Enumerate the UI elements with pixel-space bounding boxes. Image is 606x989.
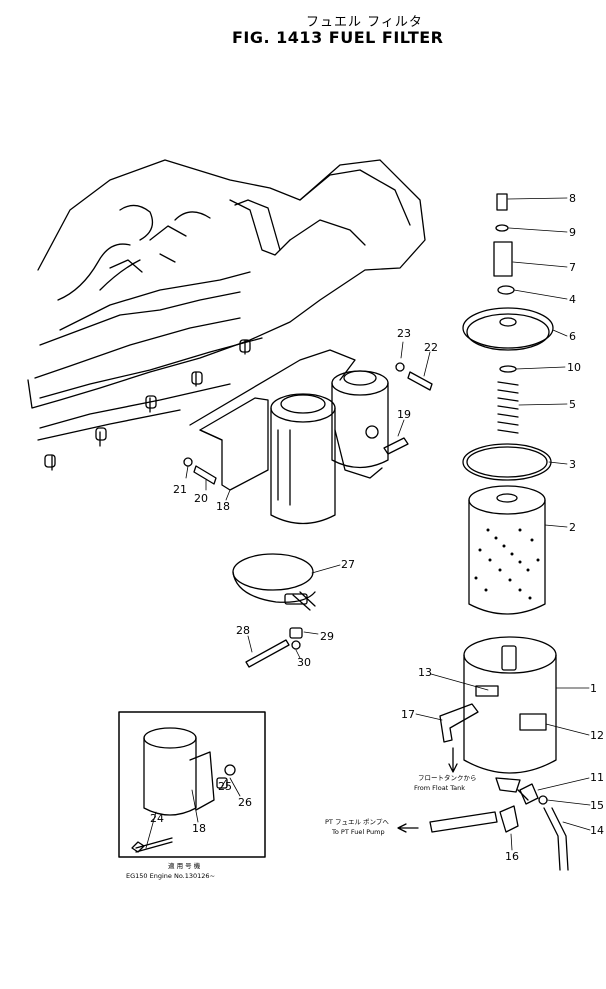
callout-5: 5 bbox=[569, 398, 576, 411]
connector-11 bbox=[519, 783, 539, 805]
washer-23 bbox=[395, 362, 405, 372]
callout-22: 22 bbox=[424, 341, 438, 354]
pipe-14 bbox=[543, 807, 569, 871]
callout-9: 9 bbox=[569, 226, 576, 239]
elbow-16 bbox=[499, 805, 519, 833]
label-12 bbox=[519, 713, 547, 731]
note-pt-pump-jp: PT フュエル ポンプへ bbox=[325, 818, 389, 826]
inset-panel bbox=[118, 711, 266, 858]
callout-19: 19 bbox=[397, 408, 411, 421]
washer-9 bbox=[495, 224, 509, 232]
diagram-notes: フロートタンクから From Float Tank PT フュエル ポンプへ T… bbox=[126, 773, 477, 880]
callout-21: 21 bbox=[173, 483, 187, 496]
inset-caption-jp: 適 用 号 機 bbox=[168, 861, 201, 870]
washer-21 bbox=[183, 457, 193, 467]
inset-caption-en: EG150 Engine No.130126~ bbox=[126, 872, 215, 880]
callout-6: 6 bbox=[569, 330, 576, 343]
callout-8: 8 bbox=[569, 192, 576, 205]
bolt-28 bbox=[245, 639, 290, 668]
callout-20: 20 bbox=[194, 492, 208, 505]
callout-23: 23 bbox=[397, 327, 411, 340]
bracket-bolts bbox=[183, 362, 433, 485]
exploded-filter-stack bbox=[397, 193, 569, 871]
washer-30 bbox=[291, 640, 301, 650]
note-float-tank-en: From Float Tank bbox=[414, 784, 465, 792]
filter-case-1 bbox=[463, 636, 557, 674]
seal-10 bbox=[499, 365, 517, 373]
callout-10: 10 bbox=[567, 361, 581, 374]
gasket-ring-3 bbox=[462, 443, 552, 481]
bolt-20 bbox=[193, 465, 217, 485]
elbow-17 bbox=[439, 703, 479, 743]
note-float-tank-jp: フロートタンクから bbox=[418, 773, 477, 782]
callout-13: 13 bbox=[418, 666, 432, 679]
callout-12: 12 bbox=[590, 729, 604, 742]
clamp-band bbox=[232, 553, 316, 611]
nut-29 bbox=[289, 627, 303, 639]
callout-11: 11 bbox=[590, 771, 604, 784]
washer-4 bbox=[497, 285, 515, 295]
callout-18: 18 bbox=[216, 500, 230, 513]
arrow-to-pump bbox=[397, 823, 419, 833]
figure-title-japanese: フュエル フィルタ bbox=[306, 15, 423, 30]
callout-15: 15 bbox=[590, 799, 604, 812]
bolt-7 bbox=[493, 241, 513, 277]
callout-18-inset: 18 bbox=[192, 822, 206, 835]
hose-to-pt-pump bbox=[429, 811, 498, 833]
callout-27: 27 bbox=[341, 558, 355, 571]
callout-25: 25 bbox=[218, 780, 232, 793]
filter-assembly-on-bracket bbox=[189, 349, 389, 525]
callout-26: 26 bbox=[238, 796, 252, 809]
callout-24: 24 bbox=[150, 812, 164, 825]
clamp-hardware bbox=[245, 627, 303, 668]
callout-29: 29 bbox=[320, 630, 334, 643]
note-pt-pump-en: To PT Fuel Pump bbox=[331, 828, 385, 836]
callout-numbers: 8 9 7 4 6 10 5 3 2 1 12 13 17 11 15 14 1… bbox=[150, 192, 604, 863]
leader-lines bbox=[145, 197, 591, 851]
engine-manifold-drawing bbox=[27, 159, 426, 471]
figure-title: FIG. 1413 FUEL FILTER bbox=[232, 28, 444, 47]
callout-2: 2 bbox=[569, 521, 576, 534]
cover-6 bbox=[462, 307, 554, 349]
bolt-19 bbox=[383, 437, 409, 455]
callout-17: 17 bbox=[401, 708, 415, 721]
callout-1: 1 bbox=[590, 682, 597, 695]
spring-5 bbox=[497, 381, 519, 434]
inset-border bbox=[118, 711, 266, 858]
washer-15 bbox=[538, 795, 548, 805]
filter-element-2 bbox=[468, 485, 546, 515]
label-13 bbox=[475, 685, 499, 697]
arrow-from-tank bbox=[448, 747, 458, 773]
callout-16: 16 bbox=[505, 850, 519, 863]
callout-30: 30 bbox=[297, 656, 311, 669]
callout-14: 14 bbox=[590, 824, 604, 837]
bolt-8 bbox=[496, 193, 508, 211]
callout-4: 4 bbox=[569, 293, 576, 306]
callout-28: 28 bbox=[236, 624, 250, 637]
callout-3: 3 bbox=[569, 458, 576, 471]
bolt-22 bbox=[407, 371, 433, 391]
callout-7: 7 bbox=[569, 261, 576, 274]
